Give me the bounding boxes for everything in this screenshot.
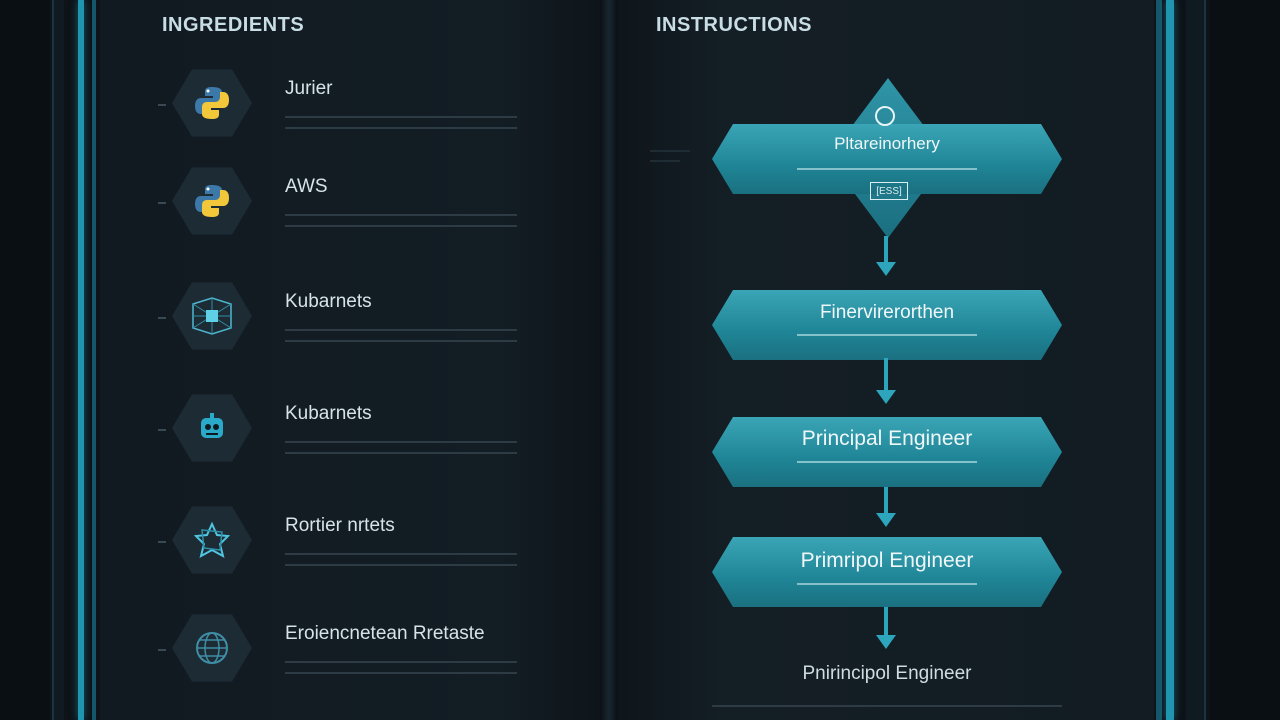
text-lines bbox=[285, 329, 517, 351]
flow-step-2[interactable]: Finervirerorthen bbox=[712, 290, 1062, 360]
underline bbox=[797, 334, 977, 336]
underline bbox=[797, 583, 977, 585]
final-underline bbox=[712, 705, 1062, 707]
final-step-label: Pnirincipol Engineer bbox=[802, 663, 972, 684]
bullet-dash bbox=[158, 202, 166, 204]
arrow-down-icon bbox=[876, 513, 896, 527]
book-edge-glow-left bbox=[78, 0, 84, 720]
text-lines bbox=[285, 553, 517, 575]
arrow-down-icon bbox=[876, 635, 896, 649]
instructions-title: INSTRUCTIONS bbox=[656, 14, 812, 36]
text-lines bbox=[285, 214, 517, 236]
flow-step-3[interactable]: Principal Engineer bbox=[712, 417, 1062, 487]
step-badge: [ESS] bbox=[870, 182, 908, 200]
flow-step-4[interactable]: Primripol Engineer bbox=[712, 537, 1062, 607]
underline bbox=[797, 168, 977, 170]
flow-step-label: Principal Engineer bbox=[801, 427, 973, 450]
flow-step-label: Finervirerorthen bbox=[819, 302, 955, 323]
faint-line bbox=[650, 150, 690, 152]
ingredient-label: AWS bbox=[285, 176, 328, 197]
book-edge-left bbox=[92, 0, 96, 720]
bullet-dash bbox=[158, 104, 166, 106]
ingredient-label: Kubarnets bbox=[285, 403, 372, 424]
book-spine bbox=[600, 0, 618, 720]
ingredient-item[interactable]: Jurier bbox=[150, 68, 530, 148]
ingredient-label: Jurier bbox=[285, 78, 333, 99]
ingredient-label: Eroiencnetean Rretaste bbox=[285, 623, 485, 644]
ingredients-title: INGREDIENTS bbox=[162, 14, 305, 36]
ingredient-item[interactable]: Eroiencnetean Rretaste bbox=[150, 613, 530, 693]
book-edge-glow-right bbox=[1166, 0, 1174, 720]
ingredient-item[interactable]: Kubarnets bbox=[150, 281, 530, 361]
flow-step-label: Pltareinorhery bbox=[834, 134, 940, 153]
ingredient-label: Rortier nrtets bbox=[285, 515, 395, 536]
background-left bbox=[0, 0, 50, 720]
connector-line bbox=[884, 487, 888, 513]
bullet-dash bbox=[158, 649, 166, 651]
arrow-down-icon bbox=[876, 262, 896, 276]
connector-line bbox=[884, 358, 888, 390]
robot-icon bbox=[172, 394, 252, 462]
background-right bbox=[1210, 0, 1280, 720]
flow-step-label: Primripol Engineer bbox=[800, 549, 974, 572]
python-icon bbox=[172, 167, 252, 235]
arrow-down-icon bbox=[876, 390, 896, 404]
book-edge-right bbox=[1156, 0, 1162, 720]
bullet-dash bbox=[158, 541, 166, 543]
underline bbox=[797, 461, 977, 463]
ingredient-item[interactable]: Rortier nrtets bbox=[150, 505, 530, 585]
text-lines bbox=[285, 116, 517, 138]
faint-line bbox=[650, 160, 680, 162]
ingredient-item[interactable]: AWS bbox=[150, 166, 530, 246]
network-icon bbox=[172, 282, 252, 350]
text-lines bbox=[285, 661, 517, 683]
text-lines bbox=[285, 441, 517, 463]
globe-icon bbox=[172, 614, 252, 682]
bullet-dash bbox=[158, 317, 166, 319]
book-cover-left bbox=[52, 0, 64, 720]
ingredient-item[interactable]: Kubarnets bbox=[150, 393, 530, 473]
star-icon bbox=[172, 506, 252, 574]
bullet-dash bbox=[158, 429, 166, 431]
ingredient-label: Kubarnets bbox=[285, 291, 372, 312]
smiley-icon bbox=[875, 106, 895, 126]
book-cover-right bbox=[1186, 0, 1206, 720]
connector-line bbox=[884, 607, 888, 635]
python-icon bbox=[172, 69, 252, 137]
connector-line bbox=[884, 236, 888, 262]
